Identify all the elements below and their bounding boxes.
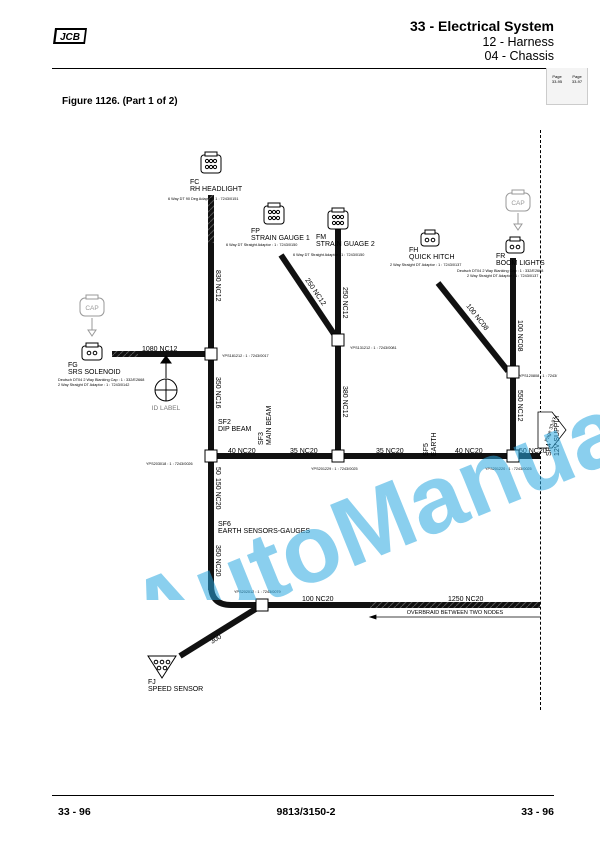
adaptor-fr-1: Deutsch DT04 2 Way Blanking Cap : 1 : 33… bbox=[457, 269, 543, 273]
wire-v5-label: 350 NC20 bbox=[214, 545, 221, 577]
wire-v2-label: 380 NC12 bbox=[341, 386, 348, 418]
earth-sf5-name: EARTH bbox=[431, 432, 438, 456]
fg-code: FG bbox=[68, 362, 78, 369]
fg-name: SRS SOLENOID bbox=[68, 369, 121, 376]
splice-4 bbox=[204, 449, 218, 463]
earth-sf4-name: 12V SUPPLY bbox=[554, 414, 561, 456]
jcb-logo: JCB bbox=[53, 28, 87, 44]
earth-sf3-code: SF3 bbox=[258, 432, 265, 445]
wire-h4-label: 40 NC20 bbox=[455, 448, 483, 455]
wire-h3-label: 35 NC20 bbox=[376, 448, 404, 455]
overbraid-sections bbox=[112, 195, 540, 608]
adaptor-fh: 2 Way Straight DT Adaptor : 1 : 7243/013… bbox=[390, 263, 461, 267]
cap-right-icon: CAP bbox=[505, 189, 531, 231]
adaptor-fc: 6 Way DT 90 Deg Adaptor : 1 : 7243/0151 bbox=[168, 197, 239, 201]
earth-sf3-name: MAIN BEAM bbox=[266, 406, 273, 445]
splice-3-label: YPS120808 : 1 : 7243/ bbox=[519, 374, 558, 378]
wire-fr-label: 100 NC08 bbox=[516, 320, 523, 352]
fm-code: FM bbox=[316, 234, 326, 241]
splice-4-label: YPS203018 : 1 : 7243/0026 bbox=[146, 462, 193, 466]
fp-code: FP bbox=[251, 228, 260, 235]
splice-2 bbox=[331, 333, 345, 347]
cap-right-label: CAP bbox=[511, 200, 524, 207]
adaptor-fr-2: 2 Way Straight DT Adaptor : 1 : 7243/013… bbox=[467, 274, 538, 278]
connector-fg-icon bbox=[81, 342, 103, 361]
adaptor-fg-2: 2 Way Straight DT Adaptor : 1 : 7243/014… bbox=[58, 383, 129, 387]
wire-fc-label: 830 NC12 bbox=[214, 270, 221, 302]
splice-nodes bbox=[204, 333, 520, 612]
wire-v3-label: 550 NC12 bbox=[516, 390, 523, 422]
wire-fm-label: 250 NC12 bbox=[341, 287, 348, 319]
wire-h1-label: 40 NC20 bbox=[228, 448, 256, 455]
fr-name: BOOM LIGHTS bbox=[496, 260, 545, 267]
connector-fm-icon bbox=[327, 207, 349, 230]
splice-3 bbox=[506, 365, 520, 379]
earth-sf6-code: SF6 bbox=[218, 521, 231, 528]
wire-b2-label: 1250 NC20 bbox=[448, 596, 484, 603]
earth-sf2-name: DIP BEAM bbox=[218, 426, 251, 433]
earth-sf6-name: EARTH SENSORS-GAUGES bbox=[218, 528, 310, 535]
fj-code: FJ bbox=[148, 679, 156, 686]
wire-v1-label: 350 NC16 bbox=[214, 377, 221, 409]
harness-trunks bbox=[112, 195, 540, 659]
footer-page-right: 33 - 96 bbox=[521, 806, 554, 818]
splice-6-label: YPS201220 : 1 : 7243/0025 bbox=[485, 467, 532, 471]
fc-code: FC bbox=[190, 179, 199, 186]
wire-v4-label: 150 NC20 bbox=[214, 478, 221, 510]
section-subtitle-2: 04 - Chassis bbox=[484, 49, 554, 63]
wire-h2-label: 35 NC20 bbox=[290, 448, 318, 455]
connector-fc-icon bbox=[200, 151, 222, 174]
adaptor-fm: 6 Way DT Straight Adaptor : 1 : 7243/015… bbox=[293, 253, 364, 257]
earth-sf5-code: SF5 bbox=[423, 443, 430, 456]
section-subtitle-1: 12 - Harness bbox=[482, 35, 554, 49]
splice-5-label: YPS201229 : 1 : 7243/0025 bbox=[311, 467, 358, 471]
fc-name: RH HEADLIGHT bbox=[190, 186, 243, 193]
fr-code: FR bbox=[496, 253, 505, 260]
connector-fh-icon bbox=[420, 229, 440, 247]
overbraid-dimension bbox=[368, 614, 540, 620]
cap-left-icon: CAP bbox=[79, 294, 105, 337]
section-title: 33 - Electrical System bbox=[410, 18, 554, 34]
splice-1 bbox=[204, 347, 218, 361]
footer-divider bbox=[52, 795, 554, 796]
fh-name: QUICK HITCH bbox=[409, 254, 455, 261]
footer-page-left: 33 - 96 bbox=[58, 806, 91, 818]
connector-fr-icon bbox=[505, 236, 525, 254]
connector-fp-icon bbox=[263, 202, 285, 225]
id-label-text: ID LABEL bbox=[152, 405, 181, 412]
connector-fj-icon bbox=[147, 655, 177, 679]
fj-name: SPEED SENSOR bbox=[148, 686, 203, 693]
wire-h5-label: 50 NC20 bbox=[519, 448, 547, 455]
fp-name: STRAIN GAUGE 1 bbox=[251, 235, 310, 242]
splice-1-label: YPS181212 : 1 : 7243/0017 bbox=[222, 354, 269, 358]
logo-text: JCB bbox=[60, 32, 80, 43]
splice-6 bbox=[506, 449, 520, 463]
id-label-icon bbox=[154, 355, 178, 402]
wire-fg-label: 1080 NC12 bbox=[142, 346, 178, 353]
wire-50-label: 50 bbox=[214, 467, 221, 475]
splice-2-label: YPS131212 : 1 : 7243/0081 bbox=[350, 346, 397, 350]
cap-left-label: CAP bbox=[85, 305, 98, 312]
earth-sf2-code: SF2 bbox=[218, 419, 231, 426]
splice-7-label: YPS202012 : 1 : 7243/0079 bbox=[234, 590, 281, 594]
header-divider bbox=[52, 68, 554, 69]
fm-name: STRAIN GUAGE 2 bbox=[316, 241, 375, 248]
splice-7 bbox=[255, 598, 269, 612]
figure-title: Figure 1126. (Part 1 of 2) bbox=[62, 96, 178, 107]
page-ref-arrow bbox=[537, 411, 567, 449]
overbraid-label: OVERBRAID BETWEEN TWO NODES bbox=[407, 610, 504, 616]
adaptor-fp: 6 Way DT Straight Adaptor : 1 : 7243/015… bbox=[226, 243, 297, 247]
fh-code: FH bbox=[409, 247, 418, 254]
wire-b1-label: 100 NC20 bbox=[302, 596, 334, 603]
adaptor-fg-1: Deutsch DT04 2 Way Blanking Cap : 1 : 33… bbox=[58, 378, 144, 382]
footer-doc-number: 9813/3150-2 bbox=[276, 806, 336, 818]
earth-sf4-code: SF4 bbox=[546, 443, 553, 456]
splice-5 bbox=[331, 449, 345, 463]
